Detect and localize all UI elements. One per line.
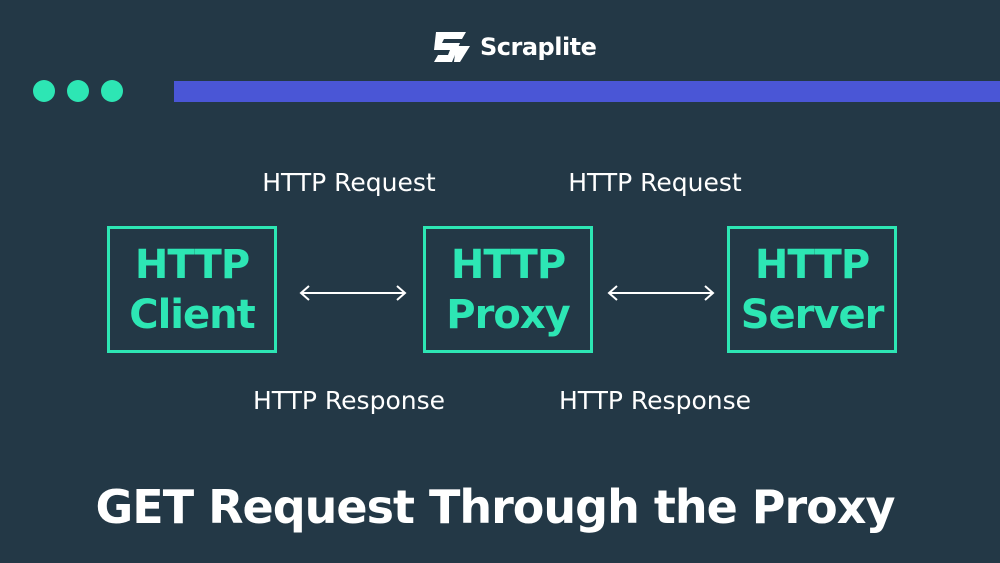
window-dot — [33, 80, 55, 102]
double-arrow-icon — [299, 285, 407, 301]
node-line1: HTTP — [754, 241, 870, 288]
window-dot — [101, 80, 123, 102]
header-bar — [174, 81, 1000, 102]
link-1-top-label: HTTP Request — [262, 168, 436, 197]
node-line1: HTTP — [450, 241, 566, 288]
page-title: GET Request Through the Proxy — [95, 480, 896, 534]
scraplite-logo-icon — [434, 32, 470, 62]
node-http-client: HTTP Client — [107, 226, 277, 353]
node-http-server: HTTP Server — [727, 226, 897, 353]
link-2-bottom-label: HTTP Response — [559, 386, 751, 415]
brand-logo: Scraplite — [430, 30, 597, 64]
double-arrow-icon — [607, 285, 715, 301]
link-2-top-label: HTTP Request — [568, 168, 742, 197]
node-line2: Client — [129, 291, 256, 338]
node-line2: Proxy — [446, 291, 570, 338]
node-line2: Server — [740, 291, 885, 338]
window-dots — [33, 80, 123, 102]
node-line1: HTTP — [134, 241, 250, 288]
link-1-bottom-label: HTTP Response — [253, 386, 445, 415]
window-dot — [67, 80, 89, 102]
brand-name: Scraplite — [480, 33, 597, 61]
node-http-proxy: HTTP Proxy — [423, 226, 593, 353]
